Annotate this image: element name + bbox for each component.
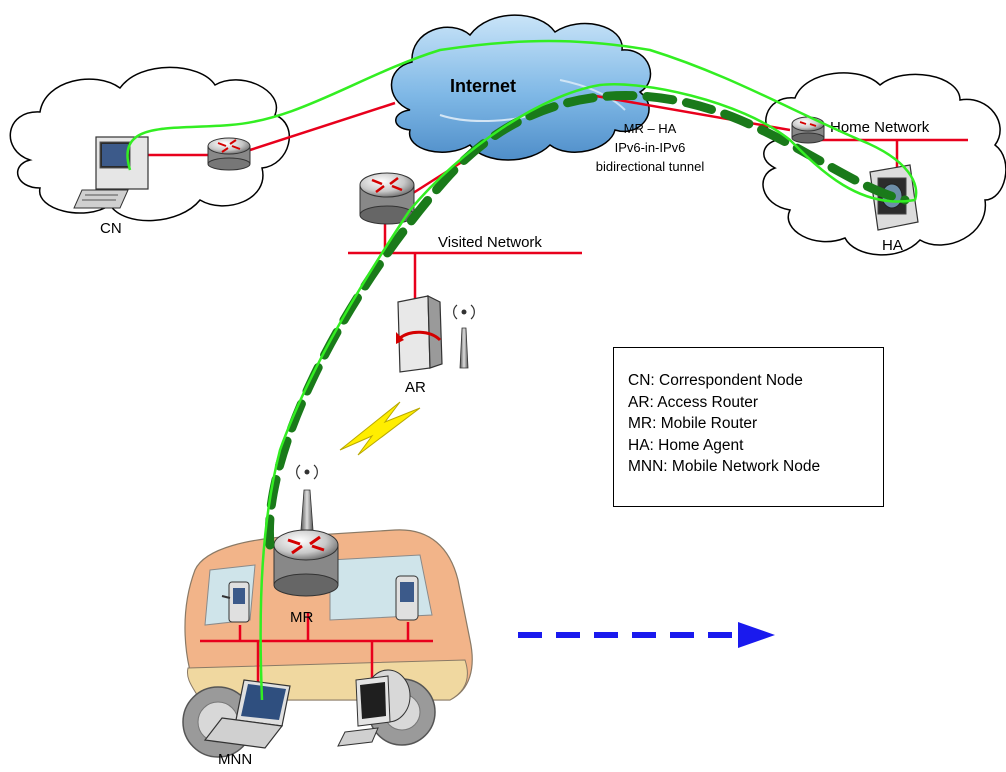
legend-item: CN: Correspondent Node — [628, 372, 803, 389]
mr-antenna-icon — [296, 464, 318, 531]
wireless-link-bolt-icon — [339, 401, 421, 456]
cn-computer-icon — [73, 136, 149, 209]
tunnel-label-line2: IPv6-in-IPv6 — [615, 140, 686, 155]
mr-label: MR — [290, 609, 313, 626]
home-router-icon — [791, 116, 825, 144]
cn-router-icon — [207, 137, 251, 171]
home-network-label: Home Network — [830, 119, 930, 136]
ar-label: AR — [405, 379, 426, 396]
legend-item: AR: Access Router — [628, 393, 759, 411]
ar-antenna-icon — [453, 304, 475, 369]
car-computer-icon — [337, 669, 411, 747]
ha-label: HA — [882, 237, 903, 254]
tunnel-label-line1: MR – HA — [624, 121, 677, 136]
mnn-laptop-icon — [203, 679, 291, 749]
home-network-cloud — [762, 72, 1006, 256]
pda-device-icon — [221, 581, 250, 623]
visited-network-label: Visited Network — [438, 234, 542, 251]
cn-network-cloud — [9, 66, 291, 222]
tunnel-label-line3: bidirectional tunnel — [596, 159, 705, 174]
cn-label: CN — [100, 220, 122, 237]
legend-item: HA: Home Agent — [628, 436, 744, 454]
ar-access-router-icon — [396, 295, 443, 373]
mr-router-icon — [273, 529, 339, 597]
visited-router-icon — [359, 172, 415, 225]
cn-ha-mnn-route-path — [126, 39, 918, 701]
mobile-network-bus — [200, 612, 433, 685]
internet-cloud — [390, 14, 652, 161]
internet-label: Internet — [450, 76, 516, 96]
legend-item: MNN: Mobile Network Node — [628, 458, 821, 475]
movement-arrow — [518, 622, 775, 648]
mr-ha-tunnel-path — [264, 91, 910, 550]
wired-links — [130, 93, 968, 300]
legend-item: MR: Mobile Router — [628, 415, 758, 432]
legend-box: CN: Correspondent Node AR: Access Router… — [613, 347, 884, 507]
phone-device-icon — [395, 575, 419, 621]
mnn-label: MNN — [218, 751, 252, 768]
